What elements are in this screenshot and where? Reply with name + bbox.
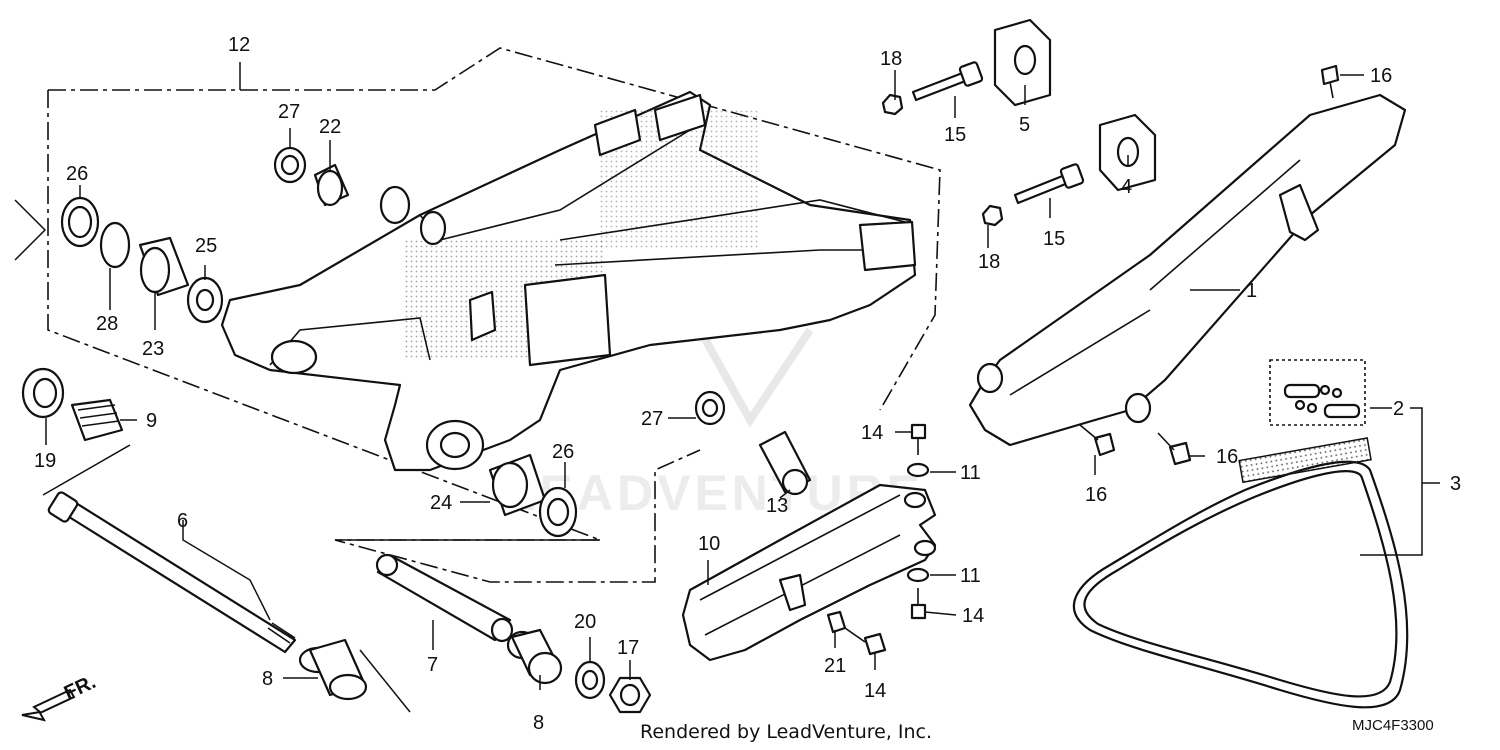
rubber-blocks	[993, 18, 1157, 192]
callout-27-upper: 27	[278, 101, 300, 123]
callout-10: 10	[698, 533, 720, 555]
callout-2: 2	[1393, 398, 1404, 420]
callout-1: 1	[1246, 280, 1257, 302]
callout-24: 24	[430, 492, 452, 514]
diagram-code: MJC4F3300	[1352, 717, 1434, 734]
chain-slider	[681, 483, 937, 662]
callout-4: 4	[1121, 176, 1132, 198]
left-pivot-parts	[21, 196, 224, 442]
drive-chain	[1072, 437, 1409, 709]
leader-lines	[14, 70, 1440, 713]
callout-25: 25	[195, 235, 217, 257]
callout-16-bottom: 16	[1085, 484, 1107, 506]
callout-20: 20	[574, 611, 596, 633]
callout-14-bottom: 14	[864, 680, 886, 702]
front-arrow-icon	[21, 688, 76, 722]
assembly-outline-12	[47, 47, 941, 583]
callout-15-upper: 15	[944, 124, 966, 146]
callout-16-right: 16	[1216, 446, 1238, 468]
collar-8-right	[506, 628, 563, 685]
callout-22: 22	[319, 116, 341, 138]
callout-12: 12	[228, 34, 250, 56]
bolts-16	[1079, 64, 1340, 466]
chain-case	[968, 93, 1407, 447]
callout-8-right: 8	[533, 712, 544, 734]
slider-fasteners	[826, 423, 930, 656]
callout-18-lower: 18	[978, 251, 1000, 273]
bolts-and-nuts	[881, 61, 1085, 227]
callout-5: 5	[1019, 114, 1030, 136]
callout-15-lower: 15	[1043, 228, 1065, 250]
lower-link-bearings	[488, 390, 812, 538]
callout-14-top: 14	[861, 422, 883, 444]
callout-3: 3	[1450, 473, 1461, 495]
callout-7: 7	[427, 654, 438, 676]
swingarm	[220, 90, 917, 472]
pivot-collar	[375, 553, 514, 643]
callout-19: 19	[34, 450, 56, 472]
callout-16-top: 16	[1370, 65, 1392, 87]
callouts: 1 2 3 4 5 6 7 8 8 9 10 11 11 12 13 14 14…	[34, 34, 1461, 734]
callout-9: 9	[146, 410, 157, 432]
chain-joint-kit	[1269, 359, 1366, 426]
callout-27-lower: 27	[641, 408, 663, 430]
callout-18-upper: 18	[880, 48, 902, 70]
collar-8-left	[298, 638, 368, 701]
callout-14-right: 14	[962, 605, 984, 627]
callout-26-right: 26	[552, 441, 574, 463]
callout-11-lower: 11	[960, 565, 981, 587]
upper-link-bearings	[273, 146, 350, 207]
callout-28: 28	[96, 313, 118, 335]
nut-17	[608, 676, 652, 714]
callout-13: 13	[766, 495, 788, 517]
pivot-bolt	[47, 491, 297, 654]
callout-17: 17	[617, 637, 639, 659]
washer-20	[574, 660, 606, 700]
callout-23: 23	[142, 338, 164, 360]
callout-8-left: 8	[262, 668, 273, 690]
render-credit: Rendered by LeadVenture, Inc.	[640, 721, 932, 743]
callout-11-upper: 11	[960, 462, 981, 484]
callout-6: 6	[177, 510, 188, 532]
callout-26-left: 26	[66, 163, 88, 185]
callout-21: 21	[824, 655, 846, 677]
